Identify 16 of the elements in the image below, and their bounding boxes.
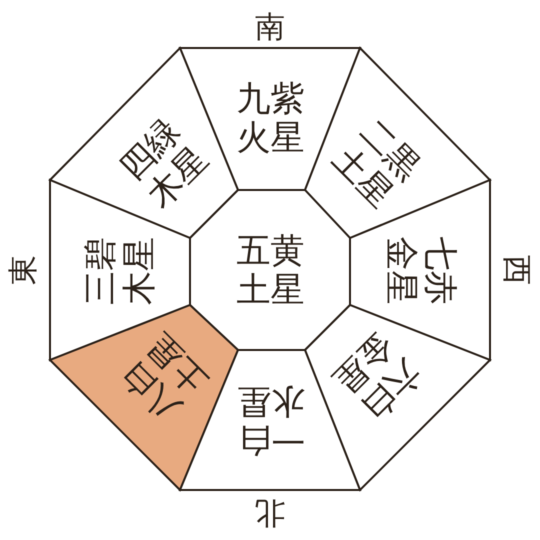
star-name: 二黒土星 — [324, 111, 430, 217]
star-name: 三碧木星 — [80, 236, 160, 306]
star-name: 四緑木星 — [112, 111, 218, 217]
direction-label: 北 — [255, 497, 285, 527]
star-name: 七赤金星 — [380, 236, 460, 306]
star-name: 八白土星 — [112, 324, 218, 430]
star-name: 九紫火星 — [236, 80, 306, 158]
direction-label: 西 — [501, 255, 531, 285]
octagon-sector — [48, 304, 240, 492]
star-name: 五黄土星 — [236, 232, 306, 310]
direction-label: 南 — [255, 13, 285, 43]
octagon-sector — [304, 304, 492, 492]
center-octagon — [189, 189, 351, 351]
direction-label: 東 — [9, 255, 39, 285]
star-name: 一白水星 — [236, 380, 306, 460]
star-name: 六白金星 — [324, 324, 430, 430]
